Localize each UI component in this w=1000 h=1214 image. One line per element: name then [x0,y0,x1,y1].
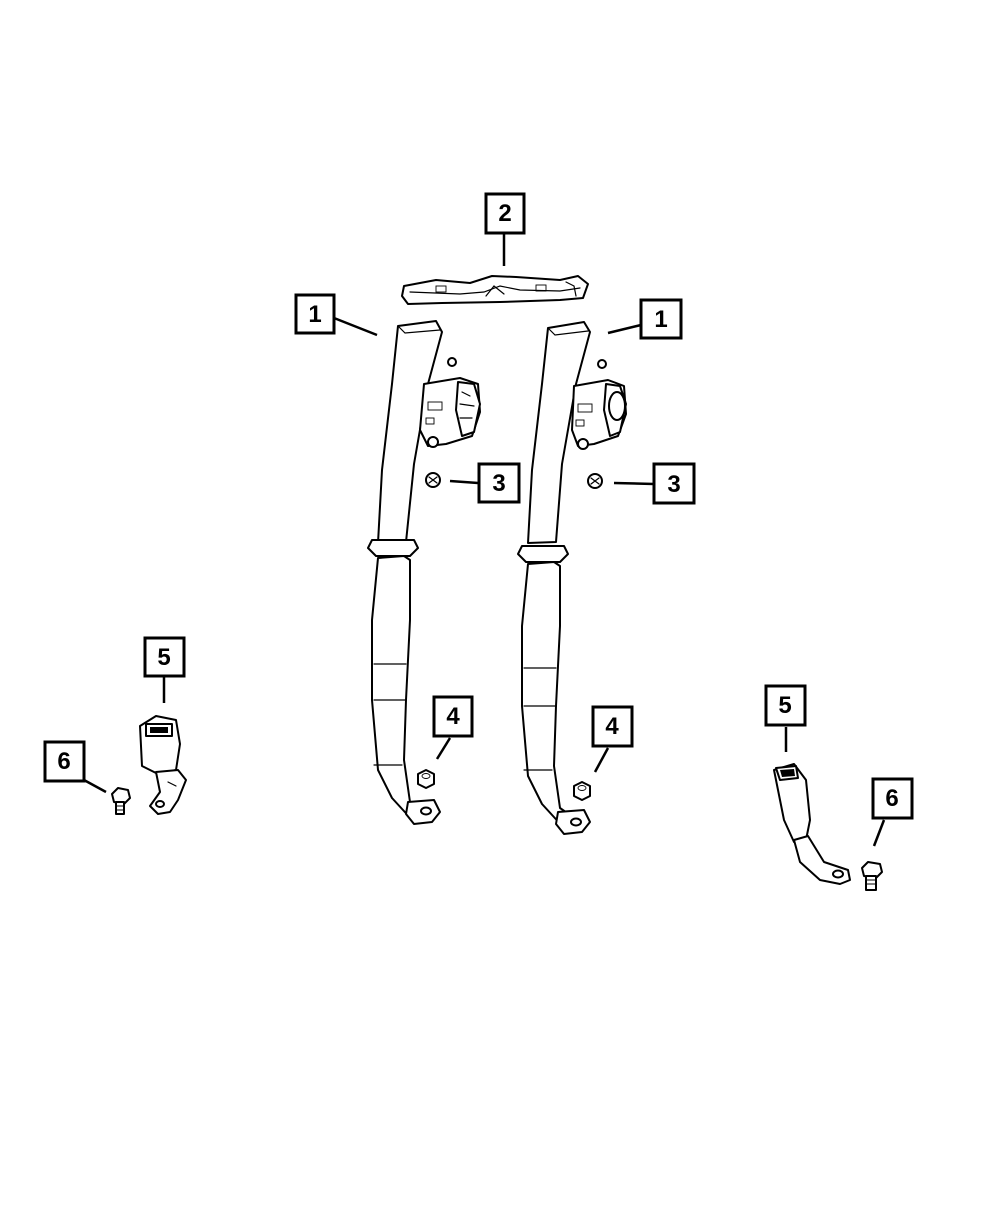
callout-2: 2 [484,192,526,235]
callout-label: 4 [446,703,460,730]
callout-label: 6 [885,785,898,812]
retractor-bolt-left [425,472,441,488]
callout-6-right: 6 [871,777,914,820]
seat-belt-left [367,320,481,825]
buckle-left [139,715,187,815]
callout-5-right: 5 [764,684,807,727]
callout-label: 5 [157,644,170,671]
seat-belt-right [517,321,627,835]
anchor-nut-left [417,769,435,789]
callout-label: 3 [492,470,505,497]
callout-label: 2 [498,200,511,227]
buckle-right [773,763,851,885]
callout-label: 4 [605,713,619,740]
retractor-bolt-right [587,473,603,489]
callout-5-left: 5 [143,636,186,678]
callout-label: 6 [57,748,70,775]
callout-6-left: 6 [43,740,86,783]
callout-1-right: 1 [639,298,683,340]
leader-lines [83,233,886,847]
buckle-bolt-left [111,787,131,815]
callout-3-right: 3 [652,462,696,505]
callout-3-left: 3 [477,462,521,504]
callout-label: 3 [667,471,680,498]
callout-4-right: 4 [591,705,634,748]
upper-trim-bracket [401,275,589,305]
callout-1-left: 1 [294,293,336,335]
anchor-nut-right [573,781,591,801]
callout-label: 5 [778,692,791,719]
callout-label: 1 [308,301,321,328]
callout-label: 1 [654,306,667,333]
buckle-bolt-right [861,861,883,891]
callout-4-left: 4 [432,695,474,738]
